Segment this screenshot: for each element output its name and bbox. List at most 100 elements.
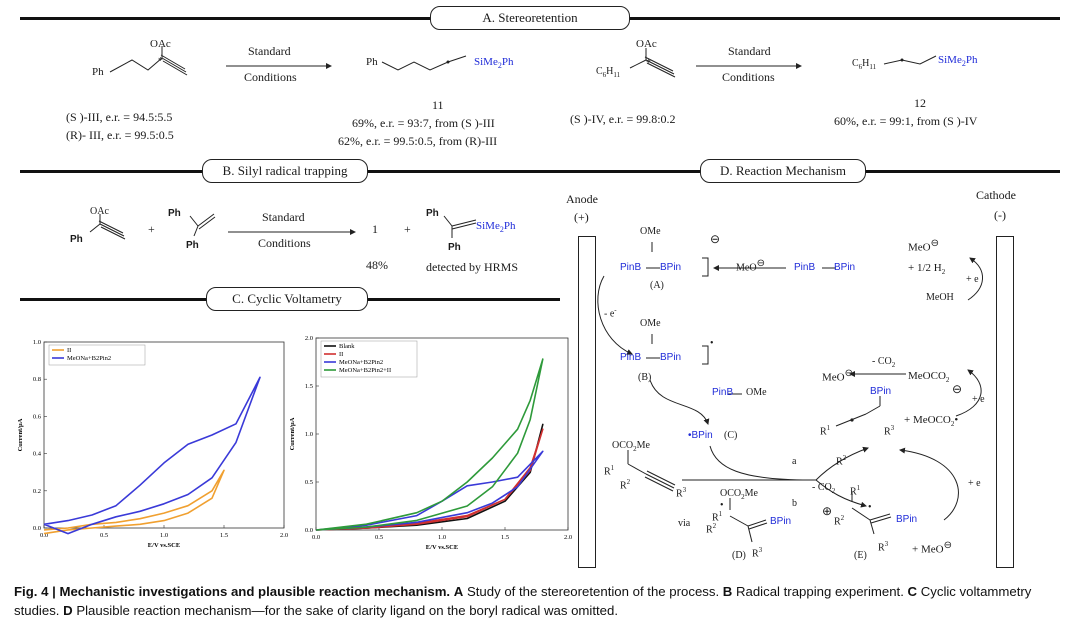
plus-e-3: + e xyxy=(968,478,981,489)
panel-b-header: B. Silyl radical trapping xyxy=(202,159,368,183)
r2-c6h11: C6H11 xyxy=(596,66,621,79)
C-bpin: •BPin xyxy=(688,430,713,441)
allene-bpin: BPin xyxy=(870,386,892,397)
D-oco2me: OCO2Me xyxy=(720,488,758,501)
path-b: b xyxy=(792,498,797,509)
E-bpin: BPin xyxy=(896,514,918,525)
sub-r3: R3 xyxy=(676,486,687,500)
plot-frame xyxy=(43,341,285,529)
minus-co2-branch: - CO2 xyxy=(812,482,836,495)
r2-arrow-bottom: Conditions xyxy=(722,70,775,84)
styrene-structure xyxy=(189,213,216,237)
B-ome: OMe xyxy=(640,318,661,329)
y-tick-label: 0.6 xyxy=(33,413,42,420)
x-tick-label: 1.0 xyxy=(160,532,168,539)
x-tick-label: 0.0 xyxy=(312,534,320,541)
D-r3: R3 xyxy=(752,546,763,560)
E-r2: R2 xyxy=(834,514,845,528)
meoco2-radical: + MeOCO2• xyxy=(904,414,959,429)
b-arrow-bottom: Conditions xyxy=(258,236,311,250)
reactant-iv-structure xyxy=(629,48,676,78)
cathode-sign: (-) xyxy=(994,208,1006,222)
B-label: (B) xyxy=(638,372,652,383)
b-product1-yield: 48% xyxy=(366,258,388,272)
sub-r1: R1 xyxy=(604,464,615,478)
x-axis-label: E/V vs.SCE xyxy=(426,544,458,551)
sub-r2: R2 xyxy=(620,478,631,492)
b-si: SiMe2Ph xyxy=(476,220,516,235)
x-tick-label: 1.0 xyxy=(438,534,446,541)
r2-star: * xyxy=(646,58,651,69)
legend-label: MeONa+B2Pin2 xyxy=(67,355,111,362)
panel-a-header: A. Stereoretention xyxy=(430,6,630,30)
D-dot: • xyxy=(720,500,724,511)
B-bpin: BPin xyxy=(660,352,682,363)
b-ph2: Ph xyxy=(168,208,181,219)
pinb-ome-ome: OMe xyxy=(746,387,767,398)
series-line-meona-b2pin2 xyxy=(315,450,544,531)
series-line-meona-b2pin2 xyxy=(43,376,261,535)
x-tick-label: 2.0 xyxy=(564,534,572,541)
minus-e: - e- xyxy=(604,306,617,320)
allene-r2: R2 xyxy=(836,454,847,468)
b-ph1: Ph xyxy=(70,234,83,245)
reactant-b-structure xyxy=(89,214,126,240)
r1-star: * xyxy=(158,56,163,67)
A-ome: OMe xyxy=(640,226,661,237)
b-ph3: Ph xyxy=(186,240,199,251)
minus-co2-right: - CO2 xyxy=(872,356,896,369)
meoco2-charge: ⊖ xyxy=(952,382,963,396)
C-label: (C) xyxy=(724,430,738,441)
anode-electrode xyxy=(578,236,596,568)
p12-id: 12 xyxy=(914,96,926,110)
meo-anion: MeO⊖ xyxy=(736,258,765,274)
y-tick-label: 0.0 xyxy=(33,525,41,532)
path-a: a xyxy=(792,456,797,467)
plus-e-2: + e xyxy=(972,394,985,405)
D-r2: R2 xyxy=(706,522,717,536)
B-dot: • xyxy=(710,338,714,349)
p11-note2: 62%, e.r. = 99.5:0.5, from (R)-III xyxy=(338,134,498,148)
y-tick-label: 1.0 xyxy=(33,339,41,346)
y-axis-label: Current/μA xyxy=(17,418,24,451)
r1-arrow-top: Standard xyxy=(248,44,291,58)
E-r1: R1 xyxy=(850,484,861,498)
y-axis-label: Current/μA xyxy=(289,417,296,450)
r1-arrow xyxy=(226,63,332,69)
p11-si: SiMe2Ph xyxy=(474,56,514,71)
r2-note: (S )-IV, e.r. = 99.8:0.2 xyxy=(570,112,676,126)
reactant-iii-structure xyxy=(109,46,188,76)
product-12-structure xyxy=(883,55,937,65)
r1-note2: (R)- III, e.r. = 99.5:0.5 xyxy=(66,128,174,142)
p11-id: 11 xyxy=(432,98,444,112)
D-label: (D) xyxy=(732,550,746,561)
y-tick-label: 0.5 xyxy=(305,479,313,486)
legend-label: MeONa+B2Pin2+II xyxy=(339,367,391,374)
E-r3: R3 xyxy=(878,540,889,554)
E-plus: ⊕ xyxy=(822,504,833,518)
D-r1: R1 xyxy=(712,510,723,524)
r1-note1: (S )-III, e.r. = 94.5:5.5 xyxy=(66,110,173,124)
A-pinb: PinB xyxy=(620,262,642,273)
series-line-blank xyxy=(315,423,544,531)
mechanism-arrows xyxy=(597,242,983,543)
cathode-label: Cathode xyxy=(976,188,1016,202)
B-pinb: PinB xyxy=(620,352,642,363)
legend-label: II xyxy=(339,351,343,358)
x-tick-label: 2.0 xyxy=(280,532,288,539)
p12-c6h11: C6H11 xyxy=(852,58,877,71)
x-tick-label: 0.5 xyxy=(375,534,383,541)
y-tick-label: 1.5 xyxy=(305,383,313,390)
series-line-ii xyxy=(315,428,544,531)
b2pin2-right: BPin xyxy=(834,262,856,273)
cathode-electrode xyxy=(996,236,1014,568)
x-tick-label: 1.5 xyxy=(501,534,509,541)
anode-label: Anode xyxy=(566,192,598,206)
legend-label: Blank xyxy=(339,343,355,350)
legend-box xyxy=(320,340,418,378)
x-axis-label: E/V vs.SCE xyxy=(148,542,180,549)
E-label: (E) xyxy=(854,550,867,561)
series-line-meona-b2pin2-ii xyxy=(315,358,544,531)
panel-d-header: D. Reaction Mechanism xyxy=(700,159,866,183)
